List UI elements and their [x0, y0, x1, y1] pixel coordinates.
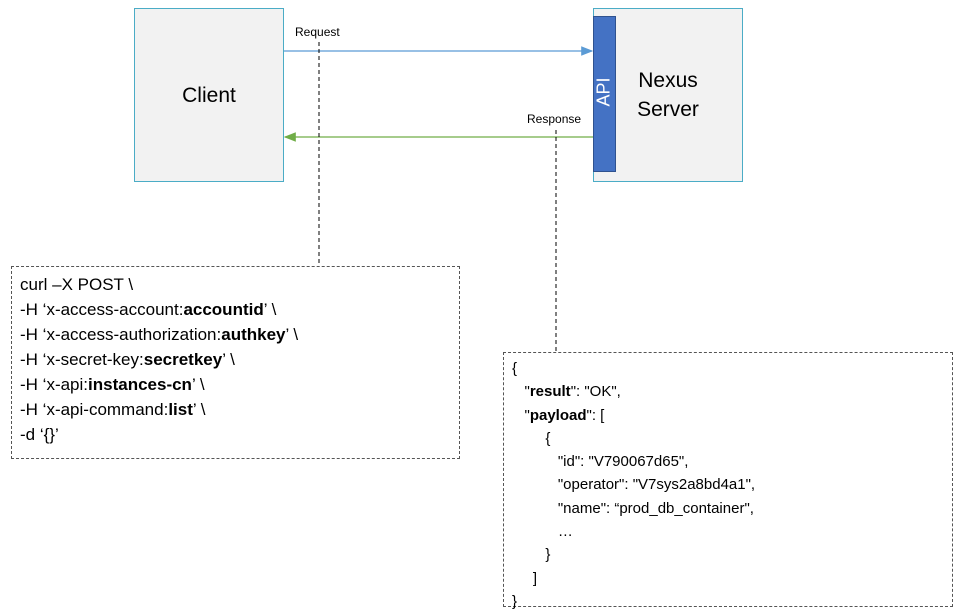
request-label: Request [295, 25, 340, 39]
text-segment: { [512, 360, 518, 377]
json-line: "operator": "V7sys2a8bd4a1", [512, 473, 944, 496]
curl-line: -H ‘x-secret-key:secretkey’ \ [20, 347, 451, 372]
curl-line: -H ‘x-access-account:accountid’ \ [20, 297, 451, 322]
json-line: { [512, 357, 944, 380]
text-segment: ’ \ [222, 350, 235, 369]
text-segment: " [512, 383, 530, 401]
curl-line: -d ‘{}’ [20, 422, 451, 447]
text-segment: ] [512, 569, 538, 587]
text-segment: curl –X POST \ [20, 275, 134, 294]
text-segment: } [512, 592, 518, 610]
bold-segment: authkey [221, 325, 286, 344]
nexus-server-label: Nexus Server [618, 66, 718, 124]
json-line: { [512, 427, 944, 450]
text-segment: … [512, 523, 573, 541]
json-line: "payload": [ [512, 404, 944, 427]
json-line: "name": “prod_db_container", [512, 497, 944, 520]
text-segment: "id": "V790067d65", [512, 453, 689, 471]
text-segment: ’ \ [263, 300, 277, 319]
response-label: Response [527, 112, 582, 126]
curl-line: -H ‘x-api-command:list’ \ [20, 397, 451, 422]
server-label-line2: Server [637, 98, 699, 121]
text-segment: -H ‘x-api: [20, 375, 89, 394]
curl-request-box: curl –X POST \ -H ‘x-access-account:accou… [11, 266, 460, 459]
text-segment: -H ‘x-access-authorization: [20, 325, 222, 344]
text-segment: -H ‘x-api-command: [20, 400, 169, 419]
text-segment: -d ‘{}’ [20, 425, 59, 444]
bold-segment: accountid [183, 300, 264, 319]
text-segment: ": "OK", [570, 383, 621, 401]
api-bar [593, 16, 616, 172]
bold-segment: list [168, 400, 193, 419]
curl-line: curl –X POST \ [20, 272, 451, 297]
text-segment: -H ‘x-secret-key: [20, 350, 144, 369]
api-label: API [593, 77, 614, 107]
client-label: Client [182, 84, 236, 107]
json-response-box: { "result": "OK", "payload": [ { "id": "… [503, 352, 953, 610]
text-segment: "operator": "V7sys2a8bd4a1", [512, 476, 756, 494]
json-line: } [512, 590, 944, 613]
server-label-line1: Nexus [638, 69, 698, 92]
text-segment: -H ‘x-access-account: [20, 300, 184, 319]
client-box [134, 8, 284, 182]
text-segment: ’ \ [192, 400, 206, 419]
text-segment: " [512, 406, 530, 424]
text-segment: { [512, 429, 551, 447]
json-line: } [512, 543, 944, 566]
curl-line: -H ‘x-api:instances-cn’ \ [20, 372, 451, 397]
curl-line: -H ‘x-access-authorization:authkey’ \ [20, 322, 451, 347]
text-segment: ’ \ [285, 325, 299, 344]
nexus-server-box [593, 8, 743, 182]
json-line: "result": "OK", [512, 380, 944, 403]
json-line: "id": "V790067d65", [512, 450, 944, 473]
bold-segment: instances-cn [88, 375, 192, 394]
bold-segment: payload [529, 406, 587, 424]
bold-segment: secretkey [143, 350, 223, 369]
text-segment: "name": “prod_db_container", [512, 499, 754, 517]
text-segment: ": [ [586, 406, 605, 424]
text-segment: ’ \ [191, 375, 205, 394]
json-line: … [512, 520, 944, 543]
json-line: ] [512, 567, 944, 590]
text-segment: } [512, 546, 551, 564]
bold-segment: result [529, 383, 571, 401]
